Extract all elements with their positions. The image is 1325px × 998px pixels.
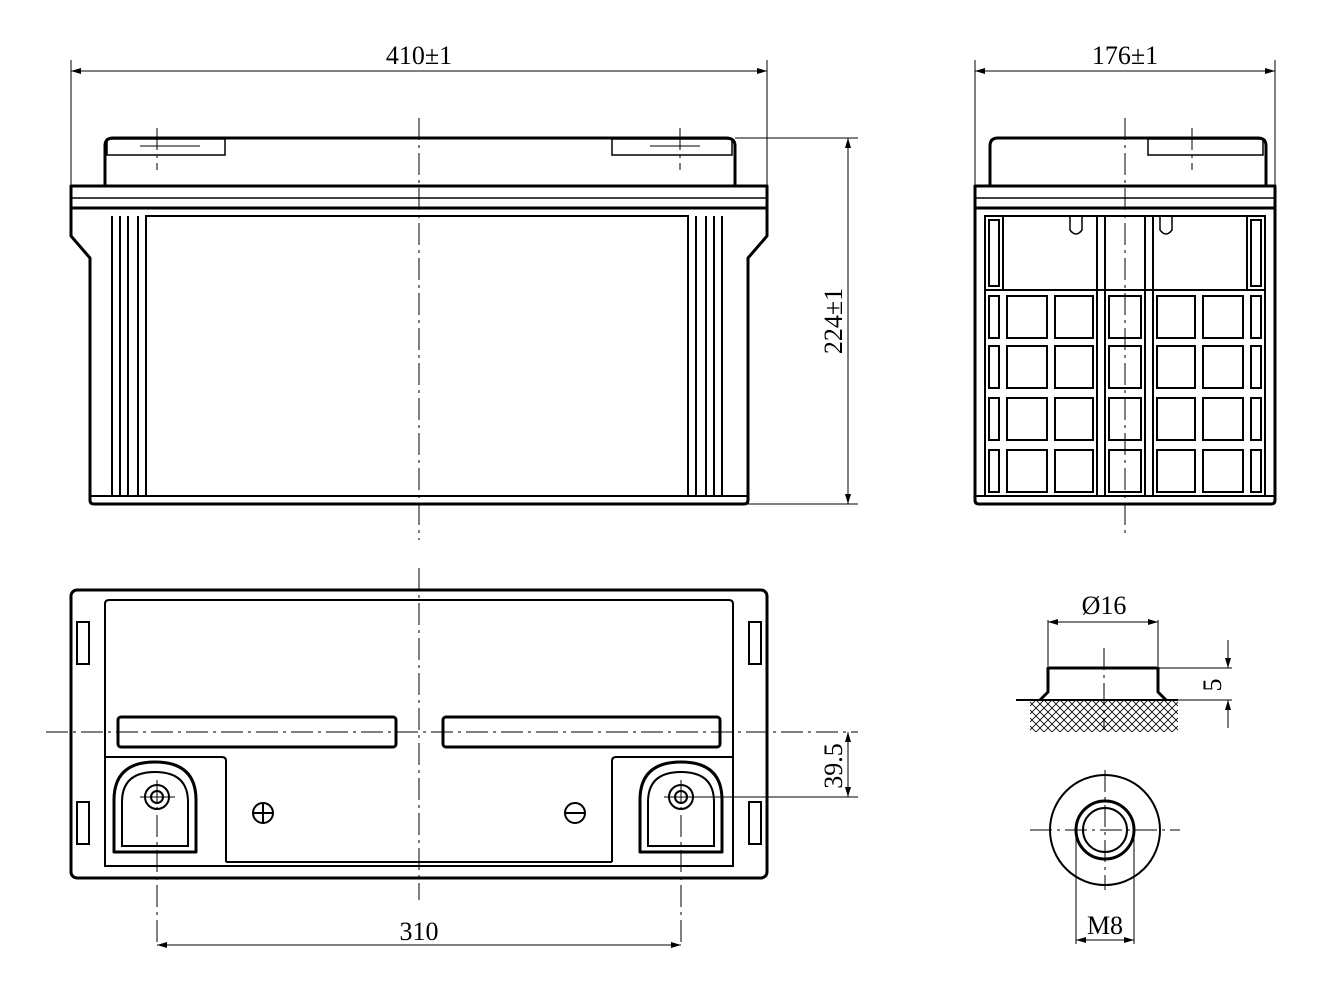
- dim-height: 224±1: [735, 137, 858, 505]
- side-grid: [988, 295, 1262, 493]
- negative-polarity-icon: [564, 802, 586, 824]
- dim-width-label: 176±1: [1092, 41, 1158, 70]
- dim-length: 410±1: [70, 41, 768, 186]
- side-view: [973, 118, 1277, 536]
- dim-thread-label: M8: [1087, 911, 1123, 940]
- terminal-detail-side: Ø16 5: [1016, 591, 1232, 732]
- dim-terminal-offset-label: 39.5: [819, 743, 848, 789]
- dim-length-label: 410±1: [386, 41, 452, 70]
- dim-terminal-spacing-label: 310: [400, 917, 439, 946]
- front-view: [69, 118, 769, 540]
- dim-terminal-diameter-label: Ø16: [1082, 591, 1127, 620]
- positive-polarity-icon: [252, 802, 274, 824]
- dim-terminal-offset: 39.5: [819, 732, 851, 797]
- dim-terminal-spacing: 310: [157, 917, 681, 948]
- terminal-detail-top: M8: [1030, 770, 1180, 944]
- dim-width: 176±1: [974, 41, 1276, 186]
- dim-height-label: 224±1: [819, 288, 848, 354]
- positive-terminal: [112, 760, 198, 854]
- top-view: [46, 568, 858, 945]
- dim-terminal-height-label: 5: [1198, 679, 1227, 692]
